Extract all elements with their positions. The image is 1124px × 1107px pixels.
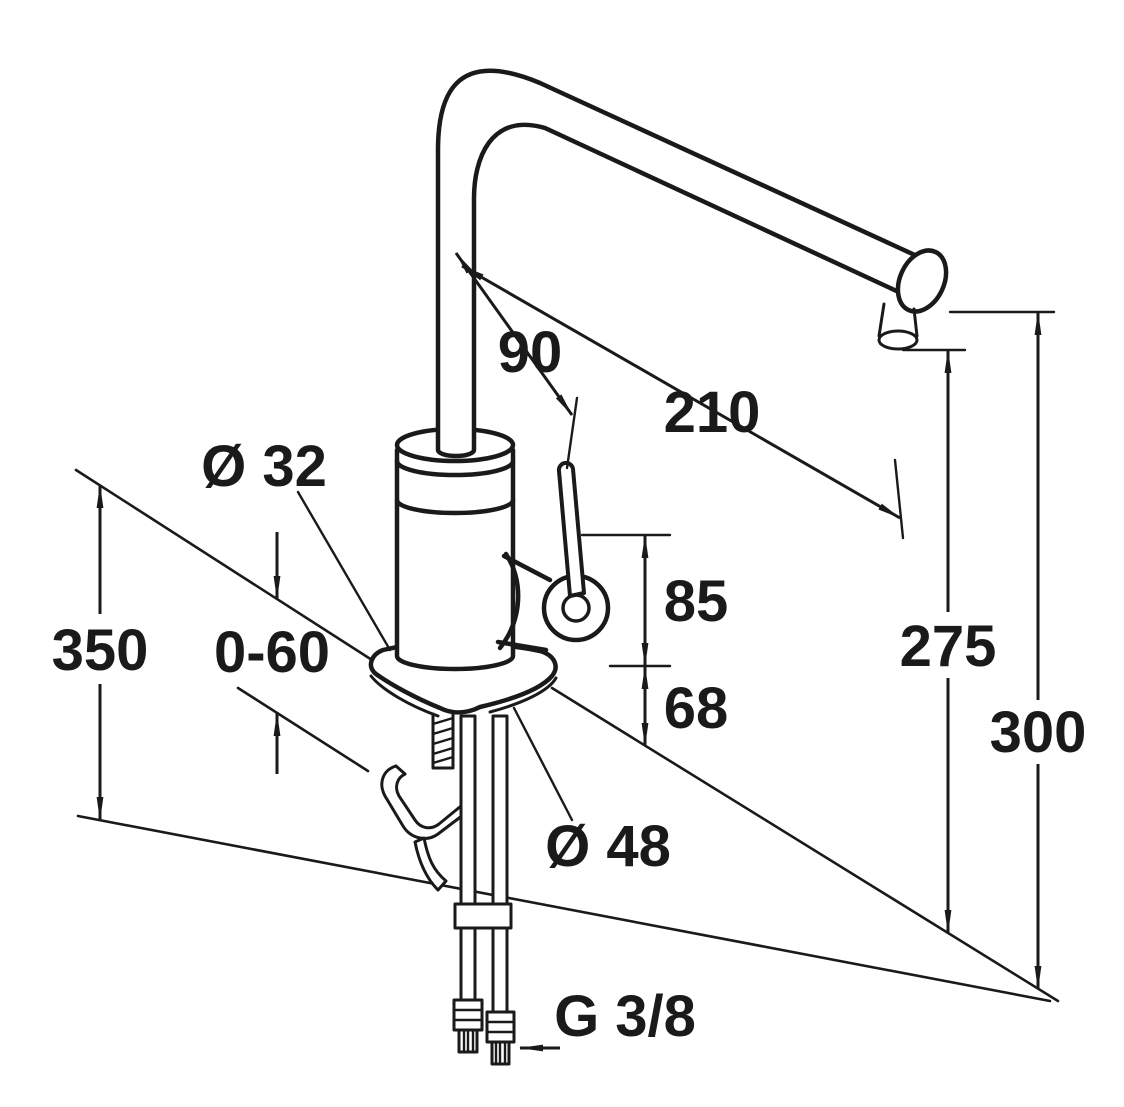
dim-0-60-label: 0-60 [214,620,330,685]
mounting-hardware [380,712,469,892]
clamp-foot-wedge [413,836,448,892]
handle-lever-rod [556,460,586,598]
spout-pipe [435,68,933,459]
hose-right-nut [485,1010,516,1044]
hose-left-tip-hatch [462,1028,475,1054]
ext-line-outlet-axis [893,458,905,540]
clearance-plane-line [76,814,1052,1003]
dimension-dia-48: Ø 48 [512,706,671,879]
dimension-210: 210 [461,264,905,540]
counter-top-line-right [550,686,1060,1003]
spout-end-cap [895,248,949,314]
dimension-0-60: 0-60 [214,532,330,774]
hose-sleeve [453,902,513,930]
handle-pivot [561,593,591,623]
dim-275-label: 275 [900,614,997,679]
hose-left [459,714,477,1004]
stud-thread-hatch [431,716,455,765]
counter-top-line-left [74,468,374,662]
counter-underside-line [236,686,370,773]
dim-68-label: 68 [664,676,729,741]
hose-right-nut-lines [485,1020,516,1034]
mounting-clamp-outer [380,764,469,840]
dimension-275: 275 [900,348,997,934]
hose-right-tip-hatch [494,1040,507,1066]
dimension-300: 300 [948,310,1087,990]
dia-32-label: Ø 32 [201,434,327,499]
dimension-thread: G 3/8 [519,984,696,1052]
dimension-68: 68 [641,665,729,747]
leader-dia-32 [296,490,392,652]
dim-85-label: 85 [664,569,729,634]
hose-right [491,714,509,1014]
body-cylinder [394,447,516,672]
dim-90-label: 90 [498,320,563,385]
handle-boss-junction [497,551,521,651]
base-rim-left [369,674,440,718]
dim-300-label: 300 [990,700,1087,765]
dimension-350: 350 [52,484,149,821]
hose-left-nut [452,998,484,1032]
base-rim-right [488,676,558,714]
mounting-clamp-inner [395,772,463,830]
leader-dia-48 [512,706,574,822]
reference-planes [74,468,1060,1003]
faucet [368,68,949,1066]
dim-line-210 [461,264,901,520]
faucet-body [394,426,516,672]
dimensions: 90 210 Ø 32 350 0-60 [52,252,1087,1052]
dimension-85: 85 [580,533,729,668]
dimension-dia-32: Ø 32 [201,434,392,652]
supply-hoses [452,714,516,1066]
hose-left-nut-lines [452,1008,484,1022]
dia-48-label: Ø 48 [545,814,671,879]
spout-outlet-mouth [877,329,919,351]
dim-350-label: 350 [52,618,149,683]
dim-210-label: 210 [664,380,761,445]
thread-label: G 3/8 [554,984,696,1049]
handle-boss-sides [495,553,553,653]
